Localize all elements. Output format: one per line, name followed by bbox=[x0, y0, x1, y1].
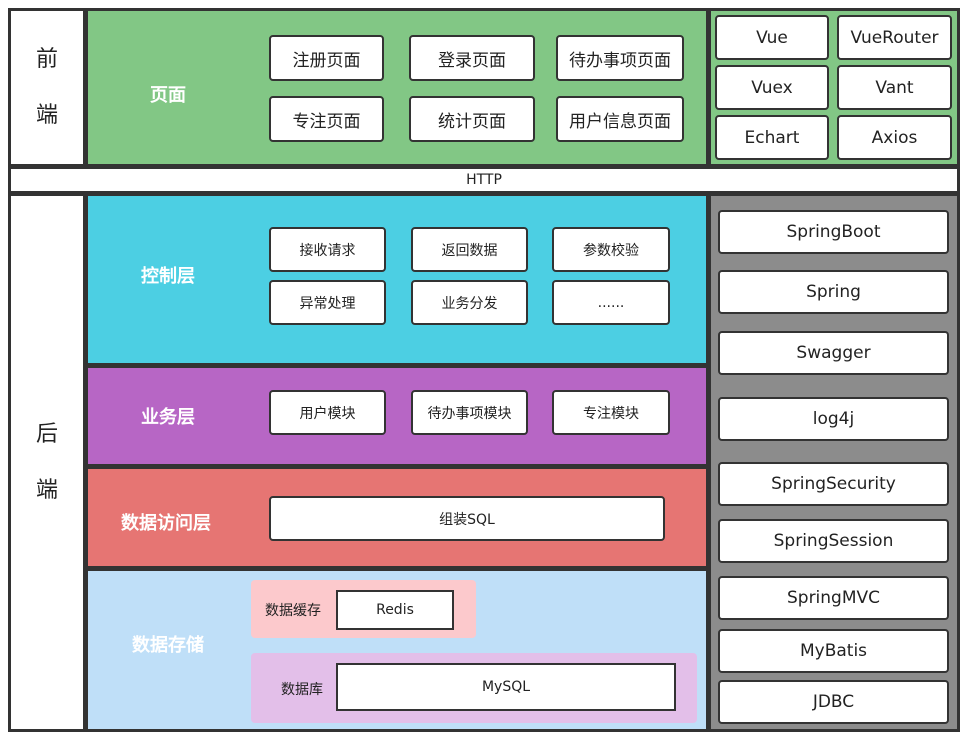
control-item-more: ...... bbox=[552, 280, 670, 325]
tech-springsession: SpringSession bbox=[718, 519, 949, 563]
control-item-business-dispatch: 业务分发 bbox=[411, 280, 528, 325]
data-storage-title: 数据存储 bbox=[132, 635, 204, 656]
tech-log4j: log4j bbox=[718, 397, 949, 441]
database-mysql: MySQL bbox=[336, 663, 676, 711]
tech-jdbc: JDBC bbox=[718, 680, 949, 724]
frontend-label-char-2: 端 bbox=[35, 102, 58, 128]
tech-vant: Vant bbox=[837, 65, 952, 110]
tech-axios: Axios bbox=[837, 115, 952, 160]
page-statistics: 统计页面 bbox=[409, 96, 535, 142]
database-label: 数据库 bbox=[281, 682, 323, 698]
business-item-user-module: 用户模块 bbox=[269, 390, 386, 435]
tech-vue: Vue bbox=[715, 15, 829, 60]
cache-label: 数据缓存 bbox=[265, 603, 321, 619]
page-user-info: 用户信息页面 bbox=[556, 96, 684, 142]
business-item-todo-module: 待办事项模块 bbox=[411, 390, 528, 435]
tech-springsecurity: SpringSecurity bbox=[718, 462, 949, 506]
data-access-layer-title: 数据访问层 bbox=[121, 513, 211, 534]
tech-springboot: SpringBoot bbox=[718, 210, 949, 254]
page-login: 登录页面 bbox=[409, 35, 535, 81]
data-access-item-assemble-sql: 组装SQL bbox=[269, 496, 665, 541]
database-group: 数据库 MySQL bbox=[251, 653, 697, 723]
tech-springmvc: SpringMVC bbox=[718, 576, 949, 620]
tech-vuex: Vuex bbox=[715, 65, 829, 110]
pages-band-title: 页面 bbox=[150, 85, 186, 106]
frontend-pages-band: 页面 注册页面 登录页面 待办事项页面 专注页面 统计页面 用户信息页面 bbox=[85, 8, 709, 167]
frontend-label-char-1: 前 bbox=[35, 46, 58, 72]
data-access-layer-band: 数据访问层 组装SQL bbox=[85, 466, 709, 569]
frontend-side-label: 前 端 bbox=[8, 8, 86, 167]
cache-group: 数据缓存 Redis bbox=[251, 580, 476, 638]
control-item-receive-request: 接收请求 bbox=[269, 227, 386, 272]
page-register: 注册页面 bbox=[269, 35, 384, 81]
control-item-return-data: 返回数据 bbox=[411, 227, 528, 272]
tech-swagger: Swagger bbox=[718, 331, 949, 375]
cache-redis: Redis bbox=[336, 590, 454, 630]
tech-echart: Echart bbox=[715, 115, 829, 160]
control-layer-title: 控制层 bbox=[141, 266, 195, 287]
data-storage-band: 数据存储 数据缓存 Redis 数据库 MySQL bbox=[85, 568, 709, 732]
business-item-focus-module: 专注模块 bbox=[552, 390, 670, 435]
backend-side-label: 后 端 bbox=[8, 193, 86, 732]
backend-label-char-2: 端 bbox=[35, 477, 58, 503]
tech-spring: Spring bbox=[718, 270, 949, 314]
business-layer-title: 业务层 bbox=[141, 407, 195, 428]
page-todo: 待办事项页面 bbox=[556, 35, 684, 81]
business-layer-band: 业务层 用户模块 待办事项模块 专注模块 bbox=[85, 365, 709, 467]
tech-mybatis: MyBatis bbox=[718, 629, 949, 673]
tech-vuerouter: VueRouter bbox=[837, 15, 952, 60]
http-bar: HTTP bbox=[8, 166, 960, 194]
control-item-exception-handling: 异常处理 bbox=[269, 280, 386, 325]
page-focus: 专注页面 bbox=[269, 96, 384, 142]
control-item-param-validation: 参数校验 bbox=[552, 227, 670, 272]
backend-label-char-1: 后 bbox=[35, 421, 58, 447]
control-layer-band: 控制层 接收请求 返回数据 参数校验 异常处理 业务分发 ...... bbox=[85, 193, 709, 366]
